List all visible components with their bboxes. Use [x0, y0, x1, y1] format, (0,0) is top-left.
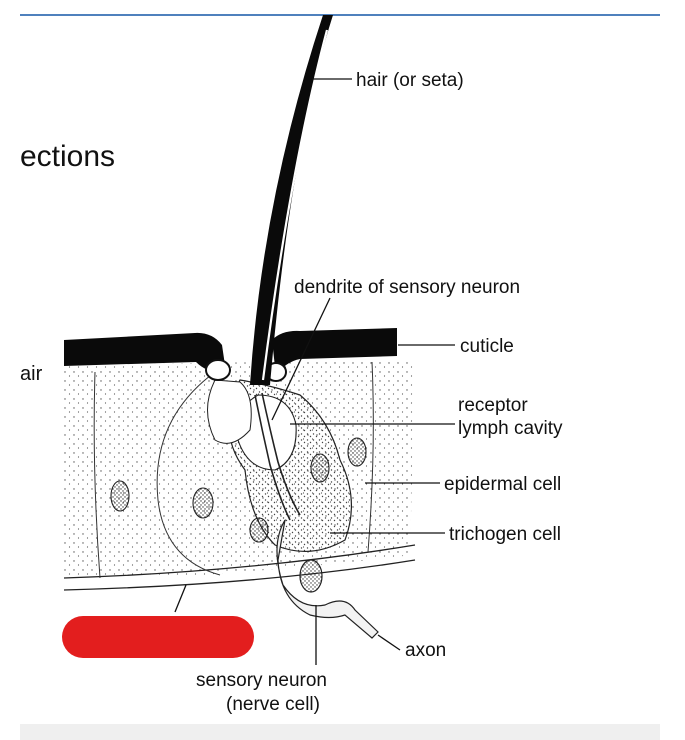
- label-dendrite: dendrite of sensory neuron: [294, 277, 520, 298]
- label-trichogen-cell: trichogen cell: [449, 524, 561, 545]
- label-sensory-neuron-line2: (nerve cell): [226, 694, 320, 715]
- trichogen-cell: [207, 379, 352, 553]
- slide-heading-fragment: ections: [20, 140, 116, 173]
- label-epidermal-cell: epidermal cell: [444, 474, 561, 495]
- label-hair: hair (or seta): [356, 70, 464, 91]
- hair-shaft: [250, 15, 333, 385]
- leader-lines: [174, 78, 455, 665]
- label-receptor-line1: receptor: [458, 395, 528, 416]
- sensory-neuron: [276, 519, 379, 639]
- slide-side-text-fragment: air: [20, 363, 43, 385]
- cell-nuclei: [110, 437, 367, 543]
- redaction-bar: [62, 616, 254, 658]
- label-cuticle: cuticle: [460, 336, 514, 357]
- dendrite: [254, 392, 301, 521]
- label-axon: axon: [405, 640, 446, 661]
- slide-bottom-band: [20, 724, 660, 740]
- label-receptor-line2: lymph cavity: [458, 418, 563, 439]
- label-sensory-neuron-line1: sensory neuron: [196, 670, 327, 691]
- slide-top-rule: [20, 14, 660, 16]
- cuticle-layer: [64, 328, 397, 382]
